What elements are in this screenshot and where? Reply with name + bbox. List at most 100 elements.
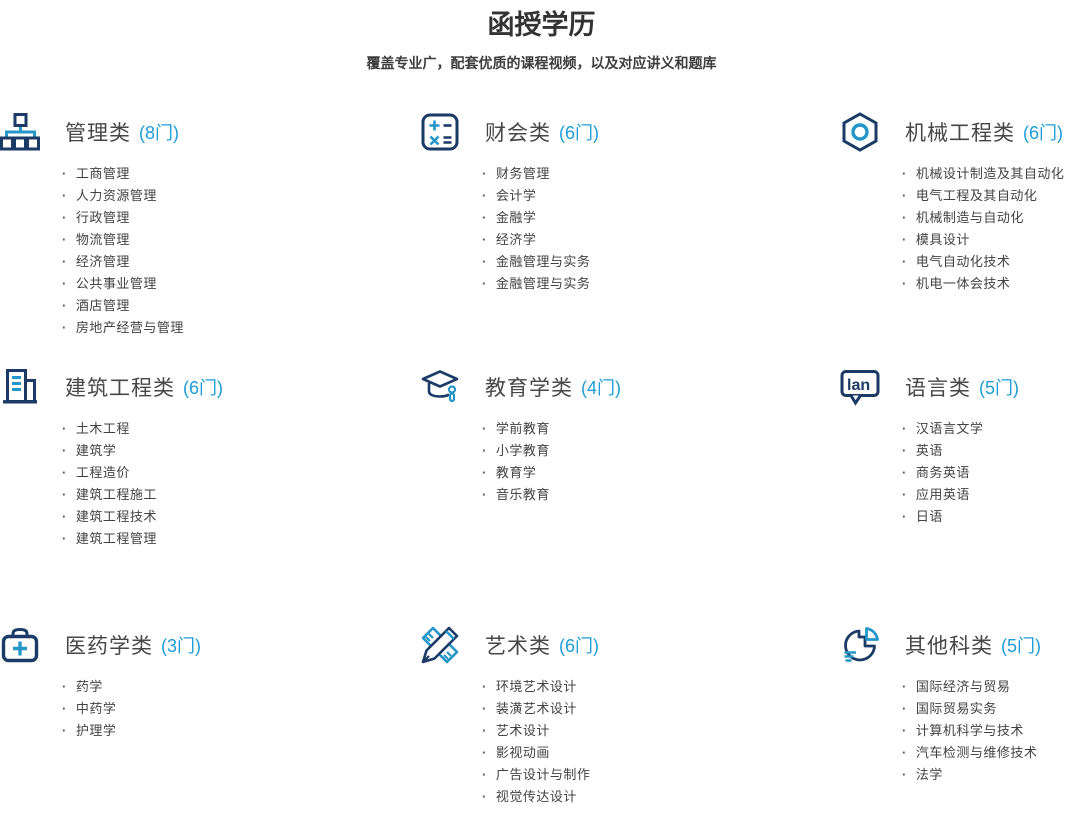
list-item: 建筑工程施工 — [62, 484, 420, 506]
category-count: (4门) — [581, 378, 621, 398]
list-item: 机械制造与自动化 — [902, 207, 1083, 229]
page-subtitle: 覆盖专业广，配套优质的课程视频，以及对应讲义和题库 — [366, 55, 717, 71]
hexnut-icon — [840, 112, 880, 152]
category-header: lan 语言类 (5门) — [840, 367, 1083, 407]
category-construction: 建筑工程类 (6门) 土木工程 建筑学 工程造价 建筑工程施工 建筑工程技术 建… — [0, 367, 420, 625]
list-item: 酒店管理 — [62, 295, 420, 317]
category-header: 管理类 (8门) — [0, 112, 420, 152]
list-item: 行政管理 — [62, 207, 420, 229]
category-language: lan 语言类 (5门) 汉语言文学 英语 商务英语 应用英语 日语 — [840, 367, 1083, 625]
section-header: 函授学历 覆盖专业广，配套优质的课程视频，以及对应讲义和题库 — [0, 0, 1083, 73]
list-item: 金融管理与实务 — [482, 251, 840, 273]
category-title: 建筑工程类 — [65, 377, 175, 400]
category-header: 财会类 (6门) — [420, 112, 840, 152]
list-item: 模具设计 — [902, 229, 1083, 251]
graduation-cap-icon — [420, 367, 460, 407]
list-item: 人力资源管理 — [62, 185, 420, 207]
svg-text:lan: lan — [847, 377, 870, 394]
category-header: 建筑工程类 (6门) — [0, 367, 420, 407]
category-header: 其他科类 (5门) — [840, 625, 1083, 665]
list-item: 电气自动化技术 — [902, 251, 1083, 273]
list-item: 视觉传达设计 — [482, 786, 840, 808]
list-item: 经济学 — [482, 229, 840, 251]
category-medicine: 医药学类 (3门) 药学 中药学 护理学 — [0, 625, 420, 808]
major-list: 土木工程 建筑学 工程造价 建筑工程施工 建筑工程技术 建筑工程管理 — [0, 418, 420, 550]
major-list: 学前教育 小学教育 教育学 音乐教育 — [420, 418, 840, 506]
list-item: 土木工程 — [62, 418, 420, 440]
category-header: 艺术类 (6门) — [420, 625, 840, 665]
category-title: 管理类 — [65, 122, 131, 145]
list-item: 教育学 — [482, 462, 840, 484]
list-item: 机械设计制造及其自动化 — [902, 163, 1083, 185]
list-item: 小学教育 — [482, 440, 840, 462]
list-item: 会计学 — [482, 185, 840, 207]
list-item: 国际经济与贸易 — [902, 676, 1083, 698]
list-item: 药学 — [62, 676, 420, 698]
list-item: 计算机科学与技术 — [902, 720, 1083, 742]
list-item: 音乐教育 — [482, 484, 840, 506]
category-finance: 财会类 (6门) 财务管理 会计学 金融学 经济学 金融管理与实务 金融管理与实… — [420, 112, 840, 367]
list-item: 房地产经营与管理 — [62, 317, 420, 339]
list-item: 工程造价 — [62, 462, 420, 484]
list-item: 公共事业管理 — [62, 273, 420, 295]
list-item: 应用英语 — [902, 484, 1083, 506]
list-item: 物流管理 — [62, 229, 420, 251]
category-title: 机械工程类 — [905, 122, 1015, 145]
list-item: 建筑学 — [62, 440, 420, 462]
category-count: (6门) — [183, 378, 223, 398]
category-title: 艺术类 — [485, 635, 551, 658]
category-count: (6门) — [559, 636, 599, 656]
category-mechanical: 机械工程类 (6门) 机械设计制造及其自动化 电气工程及其自动化 机械制造与自动… — [840, 112, 1083, 367]
list-item: 法学 — [902, 764, 1083, 786]
medical-kit-icon — [0, 625, 40, 665]
category-title: 语言类 — [905, 377, 971, 400]
list-item: 经济管理 — [62, 251, 420, 273]
list-item: 工商管理 — [62, 163, 420, 185]
category-grid: 管理类 (8门) 工商管理 人力资源管理 行政管理 物流管理 经济管理 公共事业… — [0, 112, 1083, 808]
page-title: 函授学历 — [487, 10, 596, 40]
category-others: 其他科类 (5门) 国际经济与贸易 国际贸易实务 计算机科学与技术 汽车检测与维… — [840, 625, 1083, 808]
list-item: 装潢艺术设计 — [482, 698, 840, 720]
major-list: 汉语言文学 英语 商务英语 应用英语 日语 — [840, 418, 1083, 528]
language-bubble-icon: lan — [840, 367, 880, 407]
buildings-icon — [0, 367, 40, 407]
design-tools-icon — [420, 625, 460, 665]
list-item: 护理学 — [62, 720, 420, 742]
list-item: 中药学 — [62, 698, 420, 720]
list-item: 广告设计与制作 — [482, 764, 840, 786]
list-item: 机电一体会技术 — [902, 273, 1083, 295]
category-art: 艺术类 (6门) 环境艺术设计 装潢艺术设计 艺术设计 影视动画 广告设计与制作… — [420, 625, 840, 808]
list-item: 金融管理与实务 — [482, 273, 840, 295]
sitemap-icon — [0, 112, 40, 152]
list-item: 环境艺术设计 — [482, 676, 840, 698]
calculator-icon — [420, 112, 460, 152]
list-item: 商务英语 — [902, 462, 1083, 484]
list-item: 汉语言文学 — [902, 418, 1083, 440]
category-header: 教育学类 (4门) — [420, 367, 840, 407]
category-count: (6门) — [1023, 123, 1063, 143]
category-management: 管理类 (8门) 工商管理 人力资源管理 行政管理 物流管理 经济管理 公共事业… — [0, 112, 420, 367]
category-title: 其他科类 — [905, 635, 993, 658]
list-item: 日语 — [902, 506, 1083, 528]
category-title: 医药学类 — [65, 635, 153, 658]
list-item: 财务管理 — [482, 163, 840, 185]
list-item: 学前教育 — [482, 418, 840, 440]
category-count: (6门) — [559, 123, 599, 143]
list-item: 金融学 — [482, 207, 840, 229]
major-list: 国际经济与贸易 国际贸易实务 计算机科学与技术 汽车检测与维修技术 法学 — [840, 676, 1083, 786]
major-list: 机械设计制造及其自动化 电气工程及其自动化 机械制造与自动化 模具设计 电气自动… — [840, 163, 1083, 295]
major-list: 环境艺术设计 装潢艺术设计 艺术设计 影视动画 广告设计与制作 视觉传达设计 — [420, 676, 840, 808]
major-list: 药学 中药学 护理学 — [0, 676, 420, 742]
list-item: 电气工程及其自动化 — [902, 185, 1083, 207]
category-title: 财会类 — [485, 122, 551, 145]
category-title: 教育学类 — [485, 377, 573, 400]
category-count: (3门) — [161, 636, 201, 656]
category-count: (5门) — [1001, 636, 1041, 656]
category-count: (5门) — [979, 378, 1019, 398]
category-education: 教育学类 (4门) 学前教育 小学教育 教育学 音乐教育 — [420, 367, 840, 625]
category-count: (8门) — [139, 123, 179, 143]
major-list: 工商管理 人力资源管理 行政管理 物流管理 经济管理 公共事业管理 酒店管理 房… — [0, 163, 420, 339]
category-header: 医药学类 (3门) — [0, 625, 420, 665]
major-list: 财务管理 会计学 金融学 经济学 金融管理与实务 金融管理与实务 — [420, 163, 840, 295]
list-item: 英语 — [902, 440, 1083, 462]
